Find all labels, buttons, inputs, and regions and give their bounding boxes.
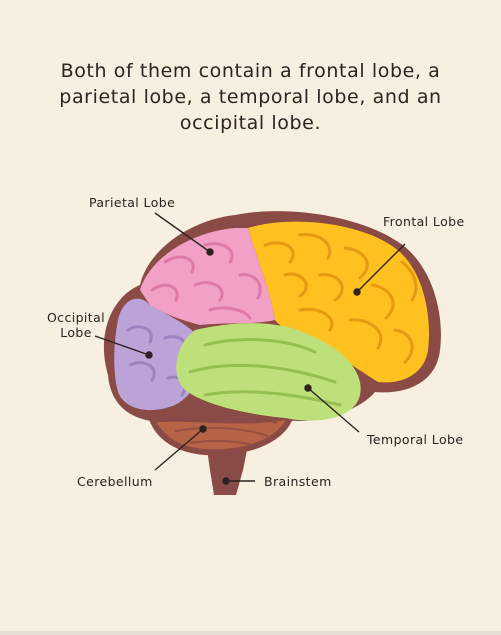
page-title: Both of them contain a frontal lobe, a p…: [59, 60, 442, 134]
temporal-lobe-label: Temporal Lobe: [367, 432, 464, 447]
label-connectors: [94, 212, 406, 485]
bottom-border: [0, 631, 501, 635]
cerebellum-label: Cerebellum: [77, 474, 153, 489]
frontal-gyri: [263, 233, 418, 364]
parietal-lobe-label: Parietal Lobe: [89, 195, 176, 210]
parietal-lobe: [140, 228, 275, 325]
temporal-lobe: [176, 323, 361, 421]
brainstem-label: Brainstem: [264, 474, 332, 489]
parietal-gyri: [150, 242, 262, 320]
frontal-lobe: [248, 221, 430, 383]
occipital-label-line2: Lobe: [60, 325, 92, 340]
occipital-lobe-label: Occipital Lobe: [43, 310, 109, 340]
frontal-lobe-label: Frontal Lobe: [383, 214, 465, 229]
occipital-label-line1: Occipital: [46, 310, 106, 325]
